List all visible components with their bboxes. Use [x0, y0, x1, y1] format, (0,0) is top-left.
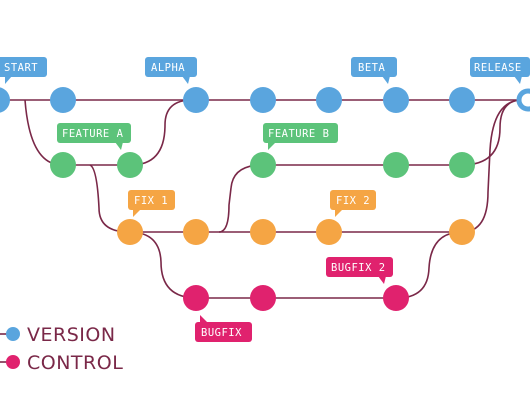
tag-bugfix-label: BUGFIX	[201, 327, 242, 339]
commit-feature-a-1	[50, 152, 76, 178]
feature-a-to-fix-line	[89, 164, 130, 233]
commit-beta	[383, 87, 409, 113]
commit-bugfix-3	[383, 285, 409, 311]
commit-main-2	[50, 87, 76, 113]
fix-to-release-line	[461, 99, 523, 233]
tag-alpha-label: ALPHA	[151, 62, 185, 74]
tag-feature-a-label: FEATURE A	[62, 128, 124, 140]
legend-control-text: CONTROL	[27, 352, 123, 374]
feature-a-line	[24, 99, 193, 166]
commit-main-7	[449, 87, 475, 113]
commit-main-4	[250, 87, 276, 113]
commit-bugfix-1	[183, 285, 209, 311]
commit-bugfix-2	[250, 285, 276, 311]
tag-fix-2: FIX 2	[330, 190, 376, 217]
commit-start	[0, 87, 10, 113]
tag-fix-1-label: FIX 1	[134, 195, 168, 207]
commit-alpha	[183, 87, 209, 113]
commit-fix-3	[250, 219, 276, 245]
feature-b-line	[218, 99, 523, 233]
tag-feature-b-label: FEATURE B	[268, 128, 329, 140]
commit-feature-b-2	[383, 152, 409, 178]
fix-commits	[117, 219, 475, 245]
commit-feature-b-3	[449, 152, 475, 178]
tag-release: RELEASE	[470, 57, 530, 84]
commit-feature-a-2	[117, 152, 143, 178]
tag-fix-1: FIX 1	[128, 190, 175, 217]
tag-feature-a: FEATURE A	[57, 123, 131, 150]
tag-release-label: RELEASE	[474, 62, 522, 74]
tag-bugfix-2: BUGFIX 2	[326, 257, 393, 284]
tag-start-label: START	[4, 62, 38, 74]
tag-bugfix-2-label: BUGFIX 2	[331, 262, 386, 274]
tag-feature-b: FEATURE B	[263, 123, 338, 150]
bugfix-line	[128, 231, 463, 299]
legend-version-text: VERSION	[27, 324, 116, 346]
commit-feature-b-1	[250, 152, 276, 178]
legend-pink-dot	[6, 355, 20, 369]
commit-fix-4	[316, 219, 342, 245]
tag-alpha: ALPHA	[145, 57, 197, 84]
bugfix-commits	[183, 285, 409, 311]
tag-bugfix: BUGFIX	[195, 315, 252, 342]
tag-start: START	[0, 57, 47, 84]
tag-beta-label: BETA	[358, 62, 385, 74]
legend-blue-dot	[6, 327, 20, 341]
commit-release	[516, 88, 530, 112]
tag-fix-2-label: FIX 2	[336, 195, 370, 207]
commit-fix-2	[183, 219, 209, 245]
feature-commits	[50, 152, 475, 178]
main-commits	[0, 87, 475, 113]
legend: VERSION CONTROL	[0, 324, 123, 374]
tag-beta: BETA	[351, 57, 397, 84]
commit-fix-1	[117, 219, 143, 245]
commit-fix-5	[449, 219, 475, 245]
commit-main-5	[316, 87, 342, 113]
